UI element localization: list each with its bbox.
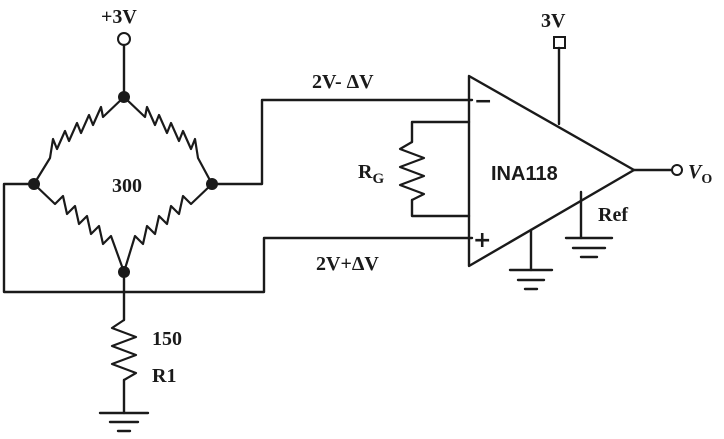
bridge-resistor-top-left bbox=[33, 96, 125, 185]
amp-supply-terminal bbox=[553, 36, 566, 49]
amp-ground bbox=[508, 228, 554, 291]
bridge-resistor-bottom-right bbox=[122, 183, 213, 273]
bridge-resistor-bottom-left bbox=[33, 183, 126, 273]
r1-value-label: 150 bbox=[152, 328, 182, 350]
ref-pin: Ref bbox=[564, 190, 628, 259]
output-label: VO bbox=[688, 161, 712, 187]
bridge-supply-label: +3V bbox=[101, 6, 137, 28]
bridge-resistor-top-right bbox=[123, 96, 213, 185]
noninverting-sign: + bbox=[473, 228, 491, 253]
rg-wire-bottom bbox=[410, 198, 471, 218]
ina118-amplifier: − + INA118 bbox=[467, 74, 636, 268]
bridge-value-label: 300 bbox=[112, 175, 142, 197]
amp-supply-label: 3V bbox=[541, 10, 566, 32]
inverting-input-label: 2V- ΔV bbox=[312, 71, 374, 93]
ref-label: Ref bbox=[598, 204, 628, 226]
rg-wire-top bbox=[410, 120, 471, 144]
r1-name-label: R1 bbox=[152, 365, 176, 387]
output: VO bbox=[632, 161, 712, 187]
bridge-node-top bbox=[118, 91, 130, 103]
gain-resistor bbox=[398, 141, 426, 201]
rg-label: RG bbox=[358, 161, 384, 187]
wire-inverting-input bbox=[210, 98, 474, 186]
amplifier-name-label: INA118 bbox=[491, 163, 558, 185]
r1-resistor bbox=[110, 319, 138, 381]
inverting-sign: − bbox=[474, 89, 492, 114]
noninverting-input-label: 2V+ΔV bbox=[316, 253, 379, 275]
bridge-supply bbox=[117, 32, 131, 99]
bridge-wiring bbox=[2, 98, 474, 322]
r1-group: 150 R1 bbox=[98, 319, 182, 433]
output-terminal bbox=[671, 164, 683, 176]
bridge: 300 bbox=[28, 91, 218, 278]
bridge-supply-terminal bbox=[117, 32, 131, 46]
amplifier-triangle bbox=[467, 74, 636, 268]
amp-supply: 3V bbox=[541, 10, 566, 126]
wire-noninverting-input bbox=[2, 182, 474, 294]
gain-resistor-group: RG bbox=[358, 120, 471, 218]
